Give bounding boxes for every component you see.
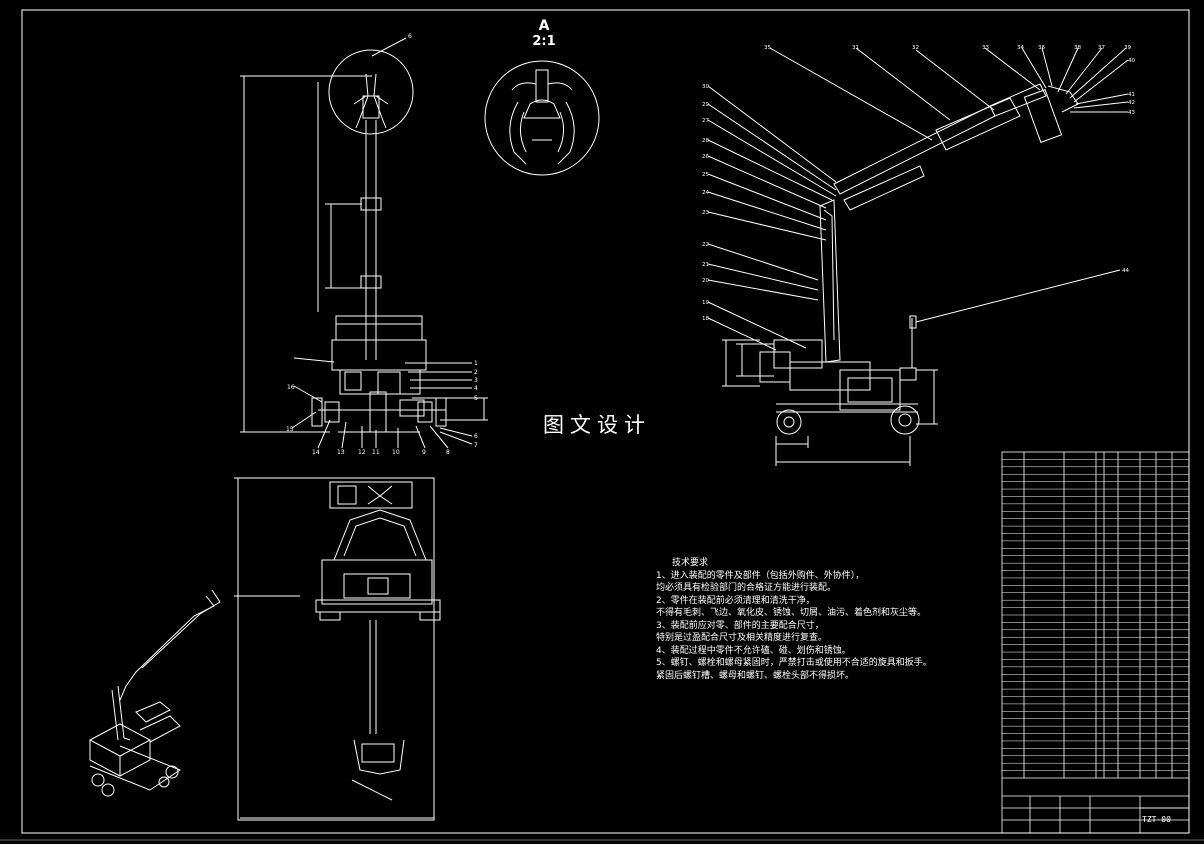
balloon: 42 [1128, 100, 1135, 106]
balloon: 22 [702, 242, 709, 248]
side-balloons: 35 31 32 33 34 36 38 37 39 40 41 42 43 3… [702, 45, 1135, 322]
view-scale: 2:1 [532, 34, 556, 49]
balloon: 25 [702, 172, 709, 178]
notes-title: 技术要求 [672, 558, 709, 568]
balloon: 43 [1128, 110, 1135, 116]
note-line: 紧固后螺钉槽、螺母和螺钉、螺栓头部不得损坏。 [656, 670, 855, 681]
balloon: 33 [982, 45, 989, 51]
balloon: 4 [474, 385, 478, 392]
bom-table [1002, 459, 1189, 771]
balloon: 15 [286, 426, 294, 433]
balloon: 34 [1017, 45, 1024, 51]
isometric-view [88, 589, 221, 797]
note-line: 1、进入装配的零件及部件（包括外购件、外协件）， [656, 570, 865, 581]
balloon: 41 [1128, 92, 1135, 98]
balloon: 32 [912, 45, 919, 51]
note-line: 均必须具有检验部门的合格证方能进行装配。 [656, 583, 837, 593]
balloon: 20 [702, 278, 709, 284]
watermark: 图文设计 [543, 413, 651, 437]
balloon: 21 [702, 262, 709, 268]
balloon: 2 [474, 369, 478, 376]
detail-a-view [484, 60, 600, 176]
balloon: 38 [1074, 45, 1081, 51]
balloon: 18 [702, 316, 709, 322]
balloon: 16 [287, 384, 295, 391]
note-line: 3、装配前应对零、部件的主要配合尺寸， [656, 620, 824, 631]
balloon: 10 [392, 449, 400, 456]
balloon: 23 [702, 210, 709, 216]
balloon: 19 [702, 300, 709, 306]
balloon: 11 [372, 449, 380, 456]
note-line: 2、零件在装配前必须清理和清洗干净， [656, 595, 815, 606]
balloon: 27 [702, 118, 709, 124]
balloon: 26 [702, 154, 709, 160]
balloon: 12 [358, 449, 366, 456]
balloon: 1 [474, 360, 478, 367]
balloon: 29 [702, 102, 709, 108]
balloon: 6 [408, 33, 412, 40]
title-block [1001, 451, 1190, 834]
side-view [707, 47, 1129, 466]
balloon: 3 [474, 377, 478, 384]
balloon: 37 [1098, 45, 1105, 51]
balloon: 6 [474, 433, 478, 440]
balloon: 40 [1128, 58, 1135, 64]
view-letter: A [538, 18, 550, 34]
balloon: 36 [1038, 45, 1045, 51]
balloon: 8 [446, 449, 450, 456]
sheet-border [21, 9, 1190, 834]
note-line: 特别是过盈配合尺寸及相关精度进行复查。 [656, 633, 828, 643]
balloon: 13 [337, 449, 345, 456]
note-line: 5、螺钉、螺栓和螺母紧固时，严禁打击或使用不合适的旋具和扳手。 [656, 658, 932, 668]
balloon: 14 [312, 449, 320, 456]
note-line: 4、装配过程中零件不允许磕、碰、划伤和锈蚀。 [656, 645, 851, 656]
balloon: 39 [1124, 45, 1131, 51]
balloon: 7 [474, 442, 478, 449]
detail-a-label: A 2:1 [524, 18, 564, 50]
balloon: 28 [702, 138, 709, 144]
balloon: 5 [474, 395, 478, 402]
balloon: 24 [702, 190, 709, 196]
balloon: 44 [1122, 268, 1129, 274]
balloon: 35 [764, 45, 771, 51]
detail-circle [328, 49, 414, 135]
balloon: 30 [702, 84, 709, 90]
balloon: 31 [852, 45, 859, 51]
top-view [234, 477, 441, 821]
drawing-number: TZT-00 [1142, 815, 1171, 824]
front-view [240, 37, 488, 449]
technical-requirements: 技术要求 1、进入装配的零件及部件（包括外购件、外协件）， 均必须具有检验部门的… [656, 557, 936, 682]
front-balloons: 6 1 2 3 4 5 6 7 8 9 10 11 12 13 14 15 16 [286, 33, 478, 456]
note-line: 不得有毛刺、飞边、氧化皮、锈蚀、切屑、油污、着色剂和灰尘等。 [656, 608, 927, 618]
balloon: 9 [422, 449, 426, 456]
